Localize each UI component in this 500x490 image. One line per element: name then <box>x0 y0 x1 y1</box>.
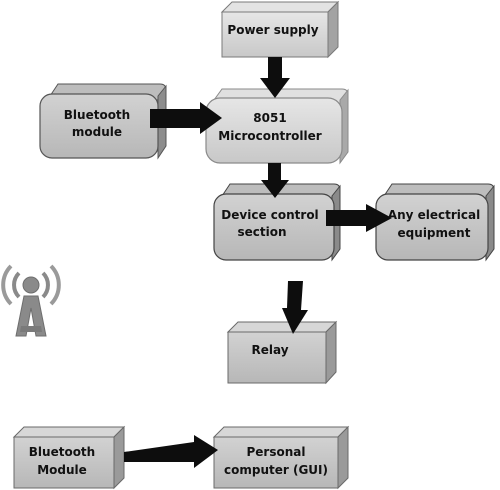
personal-computer-line1: Personal <box>247 445 306 459</box>
bluetooth-module-top-box: Bluetooth module <box>39 83 167 160</box>
bluetooth-module-bottom-line2: Module <box>37 463 87 477</box>
arrow-device-control-to-relay <box>282 281 308 334</box>
antenna-icon <box>1 264 61 337</box>
microcontroller-line2: Microcontroller <box>218 129 321 143</box>
electrical-equipment-line1: Any electrical <box>388 208 480 222</box>
power-supply-box: Power supply <box>220 0 340 59</box>
device-control-line1: Device control <box>221 208 318 222</box>
relay-label: Relay <box>251 343 288 357</box>
device-control-line2: section <box>237 225 286 239</box>
microcontroller-line1: 8051 <box>253 111 286 125</box>
electrical-equipment-box: Any electrical equipment <box>375 183 495 262</box>
arrow-power-to-mcu <box>260 57 290 98</box>
arrow-mcu-to-device-control <box>261 163 289 198</box>
personal-computer-line2: computer (GUI) <box>224 463 328 477</box>
personal-computer-box: Personal computer (GUI) <box>212 425 350 490</box>
electrical-equipment-line2: equipment <box>398 226 471 240</box>
bluetooth-module-bottom-line1: Bluetooth <box>29 445 95 459</box>
relay-box: Relay <box>226 320 338 385</box>
bluetooth-module-top-line1: Bluetooth <box>64 108 130 122</box>
arrow-bluetooth-to-pc <box>124 435 218 468</box>
arrow-device-control-to-equipment <box>326 204 392 232</box>
power-supply-label: Power supply <box>227 23 318 37</box>
device-control-box: Device control section <box>213 183 341 262</box>
arrow-bluetooth-to-mcu <box>150 102 222 134</box>
bluetooth-module-top-line2: module <box>72 125 122 139</box>
bluetooth-module-bottom-box: Bluetooth Module <box>12 425 126 490</box>
microcontroller-box: 8051 Microcontroller <box>205 88 349 165</box>
